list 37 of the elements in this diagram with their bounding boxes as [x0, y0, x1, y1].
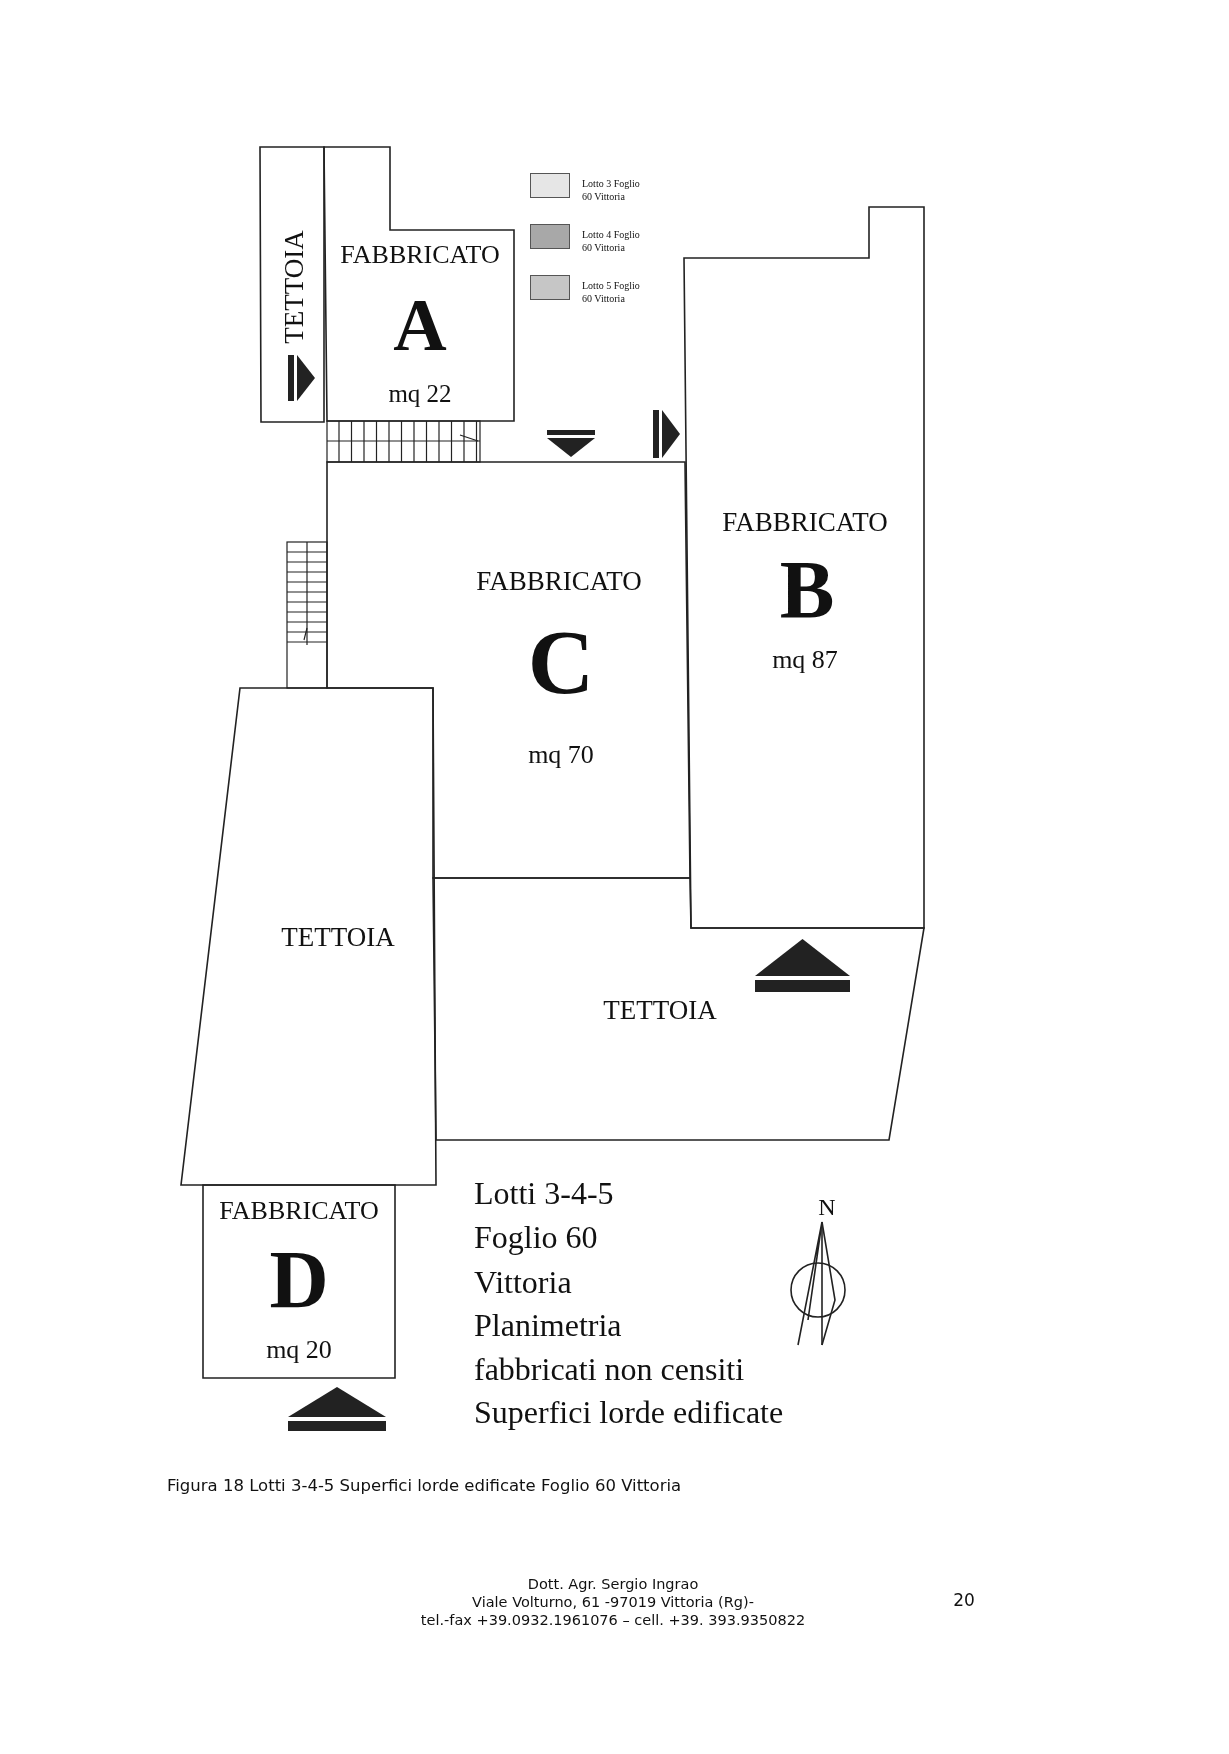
room-label: B — [779, 549, 835, 631]
canopy-outline — [260, 147, 324, 422]
figure-caption: Figura 18 Lotti 3-4-5 Superfici lorde edificate Foglio 60 Vittoria — [167, 1476, 682, 1496]
room-label: mq 20 — [266, 1337, 332, 1363]
plan-title-line: fabbricati non censiti — [474, 1352, 745, 1388]
room-label: D — [269, 1239, 329, 1321]
room-label: mq 70 — [528, 742, 594, 768]
letterhead-line: Viale Volturno, 61 -97019 Vittoria (Rg)- — [472, 1595, 754, 1611]
plan-title-line: Foglio 60 — [474, 1220, 598, 1256]
plan-title-line: Planimetria — [474, 1308, 622, 1344]
building-outline — [324, 147, 514, 421]
canopy-outline — [433, 878, 924, 1140]
room-label: A — [393, 288, 447, 362]
plan-title-line: Lotti 3-4-5 — [474, 1176, 614, 1212]
letterhead-line: Dott. Agr. Sergio Ingrao — [527, 1577, 699, 1593]
room-label: mq 22 — [388, 380, 452, 406]
building-outline — [203, 1185, 395, 1378]
legend-text: Lotto 4 Foglio 60 Vittoria — [582, 229, 641, 254]
room-label: TETTOIA — [281, 923, 395, 951]
room-label: mq 87 — [772, 647, 838, 673]
room-label: C — [527, 616, 595, 708]
room-label: FABBRICATO — [476, 567, 642, 595]
canopy-outline — [181, 688, 436, 1185]
plan-title-line: Superfici lorde edificate — [474, 1395, 784, 1431]
legend-text: Lotto 3 Foglio 60 Vittoria — [582, 178, 641, 203]
legend-text: Lotto 5 Foglio 60 Vittoria — [582, 280, 641, 305]
building-outline — [684, 207, 924, 928]
building-outline — [327, 462, 690, 878]
room-label: TETTOIA — [603, 996, 717, 1024]
letterhead-line: tel.-fax +39.0932.1961076 – cell. +39. 393.9350822 — [420, 1613, 806, 1629]
canopy-label: TETTOIA — [280, 230, 308, 344]
north-label: N — [818, 1193, 836, 1221]
room-label: FABBRICATO — [340, 242, 500, 268]
plan-title-line: Vittoria — [474, 1265, 572, 1301]
room-label: FABBRICATO — [219, 1198, 379, 1224]
room-label: FABBRICATO — [722, 508, 888, 536]
page-number: 20 — [953, 1590, 975, 1610]
